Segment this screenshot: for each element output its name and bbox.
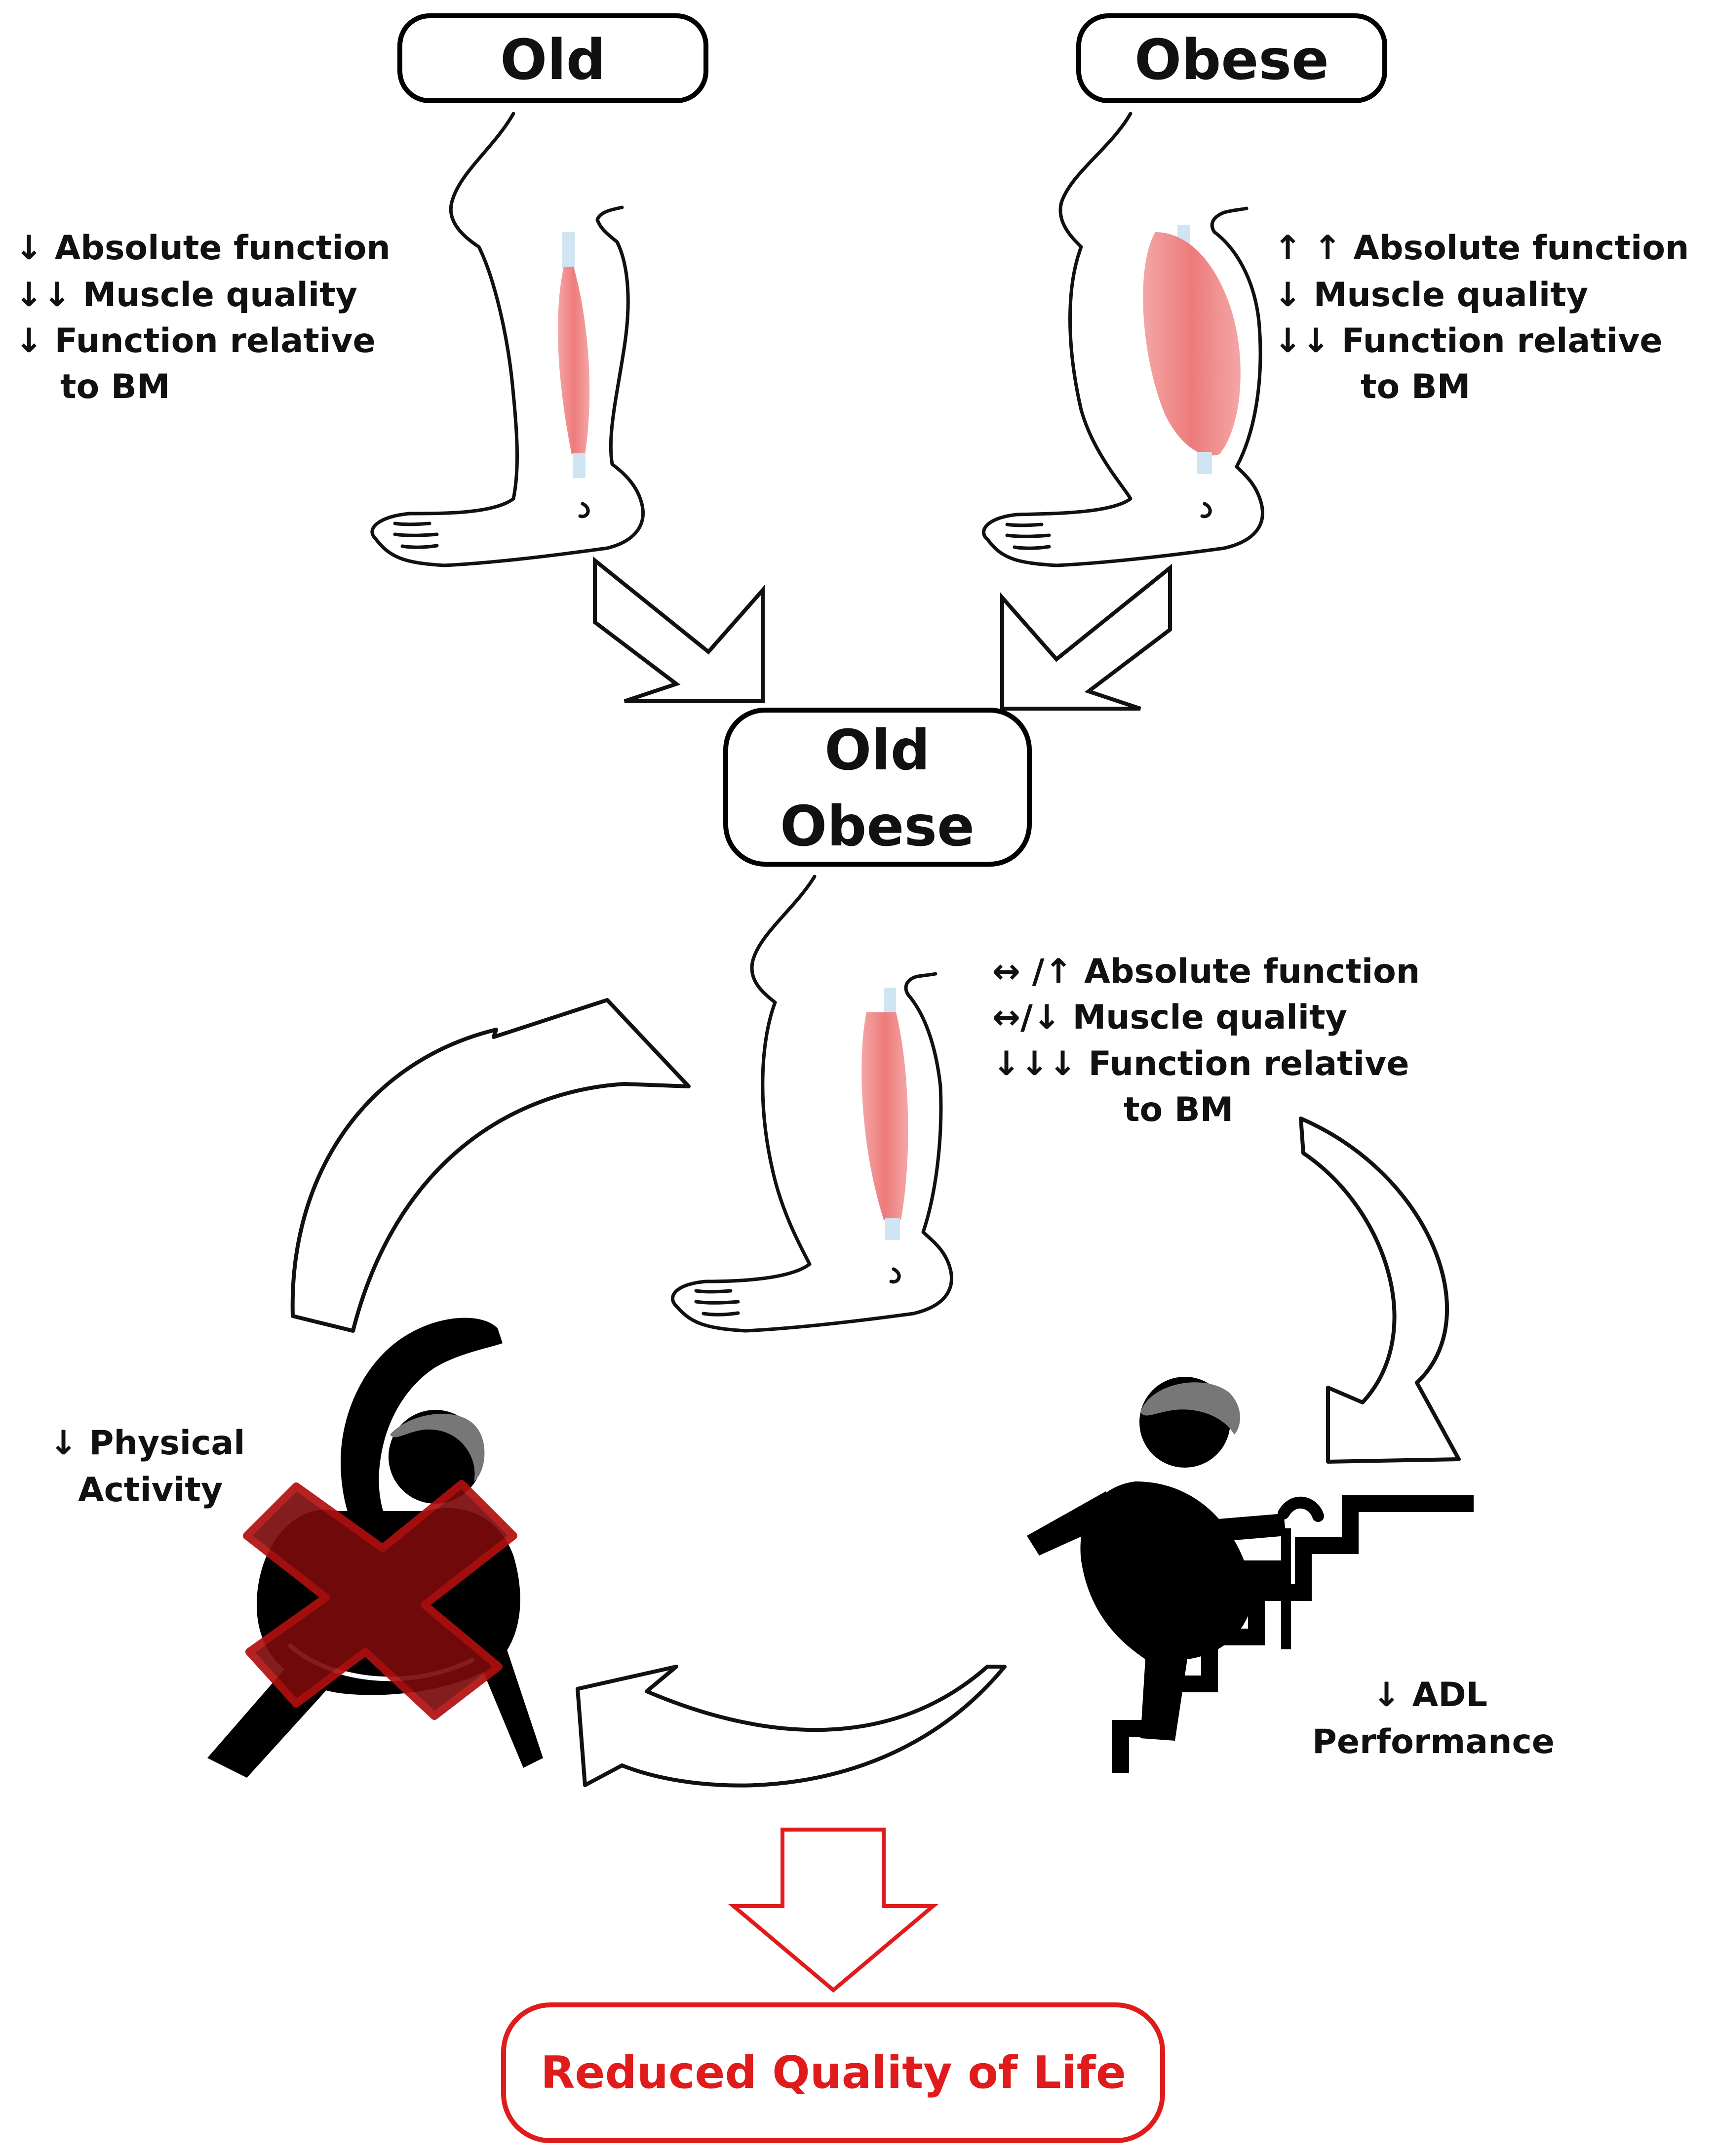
obese-stat-function-relative: ↓↓ Function relative (1274, 321, 1663, 360)
old-box-label: Old (500, 28, 606, 92)
arrow-obese-to-old-obese (1000, 563, 1172, 711)
old-obese-stats: ↔ /↑ Absolute function ↔/↓ Muscle qualit… (992, 952, 1420, 1129)
obese-box-label: Obese (1134, 28, 1329, 92)
old-stat-absolute-function: ↓ Absolute function (15, 229, 390, 268)
obese-stat-to-bm: to BM (1361, 367, 1470, 406)
outcome-box: Reduced Quality of Life (501, 2002, 1165, 2143)
old-obese-stat-function-relative: ↓↓↓ Function relative (992, 1044, 1409, 1083)
arrow-old-to-old-obese (593, 556, 765, 703)
physical-activity-label: ↓ Physical Activity (49, 1424, 245, 1510)
physical-activity-line1: ↓ Physical (49, 1424, 245, 1463)
old-obese-stat-muscle-quality: ↔/↓ Muscle quality (992, 998, 1347, 1037)
obese-stat-absolute-function: ↑ ↑ Absolute function (1274, 229, 1689, 268)
stair-climber-illustration (1027, 1377, 1474, 1773)
cycle-arrow-inactivity-to-old-obese (290, 998, 691, 1333)
adl-line2: Performance (1312, 1722, 1555, 1761)
old-obese-box-label-line2: Obese (780, 795, 975, 859)
old-leg-illustration (370, 112, 645, 567)
cross-mark-icon (243, 1480, 517, 1720)
cycle-arrow-adl-to-inactivity (576, 1665, 1007, 1788)
down-arrow-to-outcome (728, 1828, 938, 1993)
obese-stats: ↑ ↑ Absolute function ↓ Muscle quality ↓… (1274, 229, 1689, 406)
old-obese-stat-absolute-function: ↔ /↑ Absolute function (992, 952, 1420, 991)
old-obese-stat-to-bm: to BM (1124, 1090, 1233, 1129)
cycle-arrow-old-obese-to-adl (1299, 1117, 1461, 1464)
old-obese-leg-illustration (671, 875, 953, 1333)
outcome-label: Reduced Quality of Life (541, 2047, 1126, 2099)
obese-box: Obese (1076, 13, 1387, 103)
physical-activity-line2: Activity (78, 1471, 223, 1510)
adl-label: ↓ ADL Performance (1312, 1676, 1555, 1761)
adl-line1: ↓ ADL (1372, 1676, 1487, 1715)
old-box: Old (397, 13, 708, 103)
old-stat-muscle-quality: ↓↓ Muscle quality (15, 276, 357, 315)
obese-leg-illustration (982, 112, 1264, 567)
old-stat-function-relative: ↓ Function relative (15, 321, 376, 360)
obese-stat-muscle-quality: ↓ Muscle quality (1274, 276, 1588, 315)
old-stat-to-bm: to BM (60, 367, 170, 406)
old-obese-box: Old Obese (723, 708, 1032, 867)
old-obese-box-label-line1: Old (824, 719, 930, 783)
old-stats: ↓ Absolute function ↓↓ Muscle quality ↓ … (15, 229, 390, 406)
